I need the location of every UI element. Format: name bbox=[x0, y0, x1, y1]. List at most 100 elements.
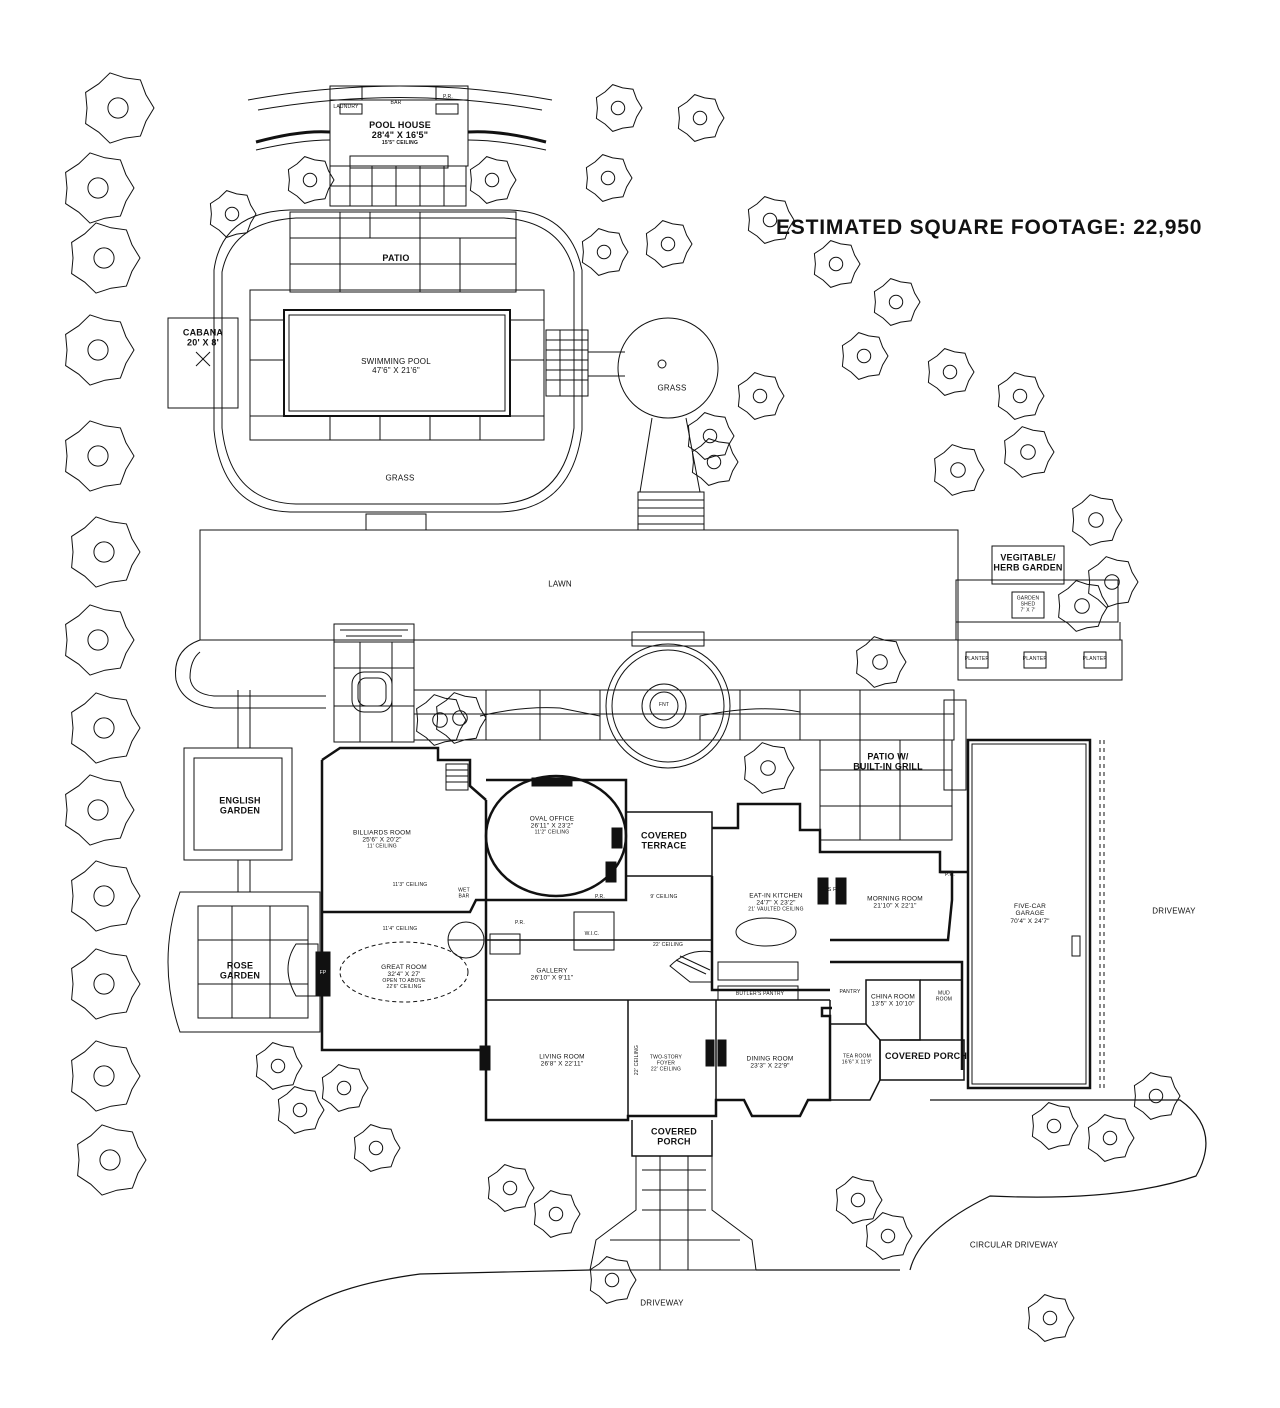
pool-house-ceiling: 15'5" CEILING bbox=[381, 139, 419, 146]
pool-bar-label: BAR bbox=[390, 100, 402, 107]
pantry-label: PANTRY bbox=[839, 989, 861, 996]
tree-icon bbox=[71, 860, 141, 932]
living-room-dims: 26'8" X 22'11" bbox=[540, 1061, 584, 1068]
living-room-label: LIVING ROOM 26'8" X 22'11" bbox=[539, 1054, 585, 1069]
tree-icon bbox=[1031, 1102, 1079, 1150]
kitchen-label: EAT-IN KITCHEN 24'7" X 23'2" 21' VAULTED… bbox=[748, 893, 803, 914]
pool-laundry-label: LAUNDRY bbox=[333, 104, 359, 111]
dining-room-name: DINING ROOM bbox=[746, 1055, 794, 1063]
pool-house-label: POOL HOUSE 28'4" X 16'5" 15'5" CEILING bbox=[369, 120, 431, 146]
oval-office-dims: 26'11" X 23'2" bbox=[530, 823, 574, 831]
tree-icon bbox=[747, 196, 795, 244]
morning-room-dims: 21'10" X 22'1" bbox=[873, 903, 917, 910]
tree-icon bbox=[997, 372, 1045, 420]
great-room-ceiling: 22'6" CEILING bbox=[386, 983, 422, 990]
china-room-name: CHINA ROOM bbox=[871, 993, 915, 1001]
kitchen-name: EAT-IN KITCHEN bbox=[749, 892, 803, 900]
tree-icon bbox=[71, 948, 141, 1020]
china-room-label: CHINA ROOM 13'5" X 10'10" bbox=[871, 994, 915, 1009]
planter-2-label: PLANTER bbox=[1022, 656, 1048, 663]
butlers-pantry-label: BUTLER'S PANTRY bbox=[735, 991, 785, 998]
gallery-dims: 26'10" X 9'11" bbox=[530, 975, 574, 982]
billiards-room-label: BILLIARDS ROOM 25'6" X 20'2" 11' CEILING bbox=[353, 830, 411, 851]
shed-line1: GARDEN bbox=[1016, 595, 1040, 602]
billiards-ceiling-note: 11'3" CEILING bbox=[392, 882, 428, 889]
tree-icon bbox=[321, 1064, 369, 1112]
tree-icon bbox=[255, 1042, 303, 1090]
tree-icon bbox=[353, 1124, 401, 1172]
mud-room-label: MUD ROOM bbox=[935, 990, 953, 1003]
english-garden-label: ENGLISH GARDEN bbox=[219, 796, 260, 817]
tree-icon bbox=[1027, 1294, 1075, 1342]
great-room-ceiling-note: 11'4" CEILING bbox=[382, 926, 418, 933]
patio-grill-label: PATIO W/ BUILT-IN GRILL bbox=[853, 752, 923, 773]
veg-garden-line2: HERB GARDEN bbox=[993, 563, 1063, 573]
tree-icon bbox=[1087, 1114, 1135, 1162]
front-porch-line2: PORCH bbox=[657, 1137, 691, 1147]
kitchen-ceiling: 21' VAULTED CEILING bbox=[748, 906, 804, 913]
pr-garage-label: P.R. bbox=[945, 872, 955, 879]
lawn-label: LAWN bbox=[548, 579, 572, 589]
tree-icon bbox=[71, 1040, 141, 1112]
covered-porch-east-label: COVERED PORCH bbox=[884, 1050, 968, 1061]
garden-shed-label: GARDEN SHED 7' X 7' bbox=[1017, 596, 1040, 613]
tree-icon bbox=[469, 156, 517, 204]
morning-room-name: MORNING ROOM bbox=[867, 895, 923, 903]
pool-pr-label: P.R. bbox=[443, 94, 453, 101]
cabana-dims: 20' X 8' bbox=[187, 338, 219, 348]
tree-icon bbox=[71, 222, 141, 294]
morning-room-label: MORNING ROOM 21'10" X 22'1" bbox=[867, 896, 923, 911]
fireplace-label: FP bbox=[319, 970, 327, 977]
driveways bbox=[271, 1099, 1207, 1341]
garage-label: FIVE-CAR GARAGE 70'4" X 24'7" bbox=[1010, 903, 1049, 925]
tree-cluster-top bbox=[209, 84, 1045, 486]
tree-icon bbox=[1088, 556, 1139, 608]
linework bbox=[65, 72, 1207, 1342]
oval-office-label: OVAL OFFICE 26'11" X 23'2" 11'2" CEILING bbox=[530, 816, 574, 837]
circular-driveway-label: CIRCULAR DRIVEWAY bbox=[969, 1240, 1059, 1250]
great-room-dims: 32'4" X 27' bbox=[387, 971, 421, 979]
tree-icon bbox=[65, 420, 135, 492]
english-garden-line2: GARDEN bbox=[219, 806, 261, 816]
cabana-name: CABANA bbox=[182, 327, 224, 338]
grass-label-circle: GRASS bbox=[657, 383, 687, 393]
tree-icon bbox=[65, 152, 135, 224]
tree-icon bbox=[65, 774, 135, 846]
tree-icon bbox=[835, 1176, 883, 1224]
tree-icon bbox=[85, 72, 155, 144]
vegetable-garden-label: VEGITABLE/ HERB GARDEN bbox=[993, 553, 1062, 574]
front-porch-line1: COVERED bbox=[651, 1126, 697, 1137]
pool-house-block bbox=[247, 85, 553, 207]
tree-icon bbox=[865, 1212, 913, 1260]
tea-room-label: TEA ROOM 16'6" X 11'9" bbox=[842, 1053, 873, 1066]
oval-office-name: OVAL OFFICE bbox=[529, 815, 575, 823]
tree-icon bbox=[581, 228, 629, 276]
garage-line2: GARAGE bbox=[1015, 910, 1045, 918]
tree-cluster-right bbox=[416, 426, 1139, 794]
planter-3-label: PLANTER bbox=[1082, 656, 1108, 663]
front-walkway bbox=[589, 1156, 757, 1271]
covered-terrace-label: COVERED TERRACE bbox=[641, 831, 687, 852]
tree-icon bbox=[65, 604, 135, 676]
mud-room-line2: ROOM bbox=[935, 996, 953, 1002]
tree-icon bbox=[1072, 494, 1123, 546]
terrace-grid bbox=[333, 623, 967, 841]
covered-terrace-line2: TERRACE bbox=[641, 841, 687, 851]
pool-dims: 47'6" X 21'6" bbox=[372, 366, 420, 375]
tree-icon bbox=[487, 1164, 535, 1212]
foyer-line2: FOYER bbox=[656, 1060, 676, 1067]
foyer-ceiling-label: 22' CEILING bbox=[652, 942, 684, 949]
mud-room-line1: MUD bbox=[937, 990, 950, 997]
tree-icon bbox=[691, 438, 739, 486]
tree-icon bbox=[1004, 426, 1055, 478]
tree-icon bbox=[1058, 580, 1109, 632]
covered-terrace-line1: COVERED bbox=[641, 830, 687, 841]
gallery-label: GALLERY 26'10" X 9'11" bbox=[531, 968, 574, 983]
tree-icon bbox=[71, 692, 141, 764]
shed-dims: 7' X 7' bbox=[1020, 606, 1036, 613]
tree-icon bbox=[687, 412, 735, 460]
foyer-label: TWO-STORY FOYER 22' CEILING bbox=[650, 1055, 682, 1072]
fountain-label: FNT bbox=[658, 702, 670, 709]
dining-room-dims: 23'3" X 22'9" bbox=[750, 1063, 790, 1070]
tree-icon bbox=[934, 444, 985, 496]
